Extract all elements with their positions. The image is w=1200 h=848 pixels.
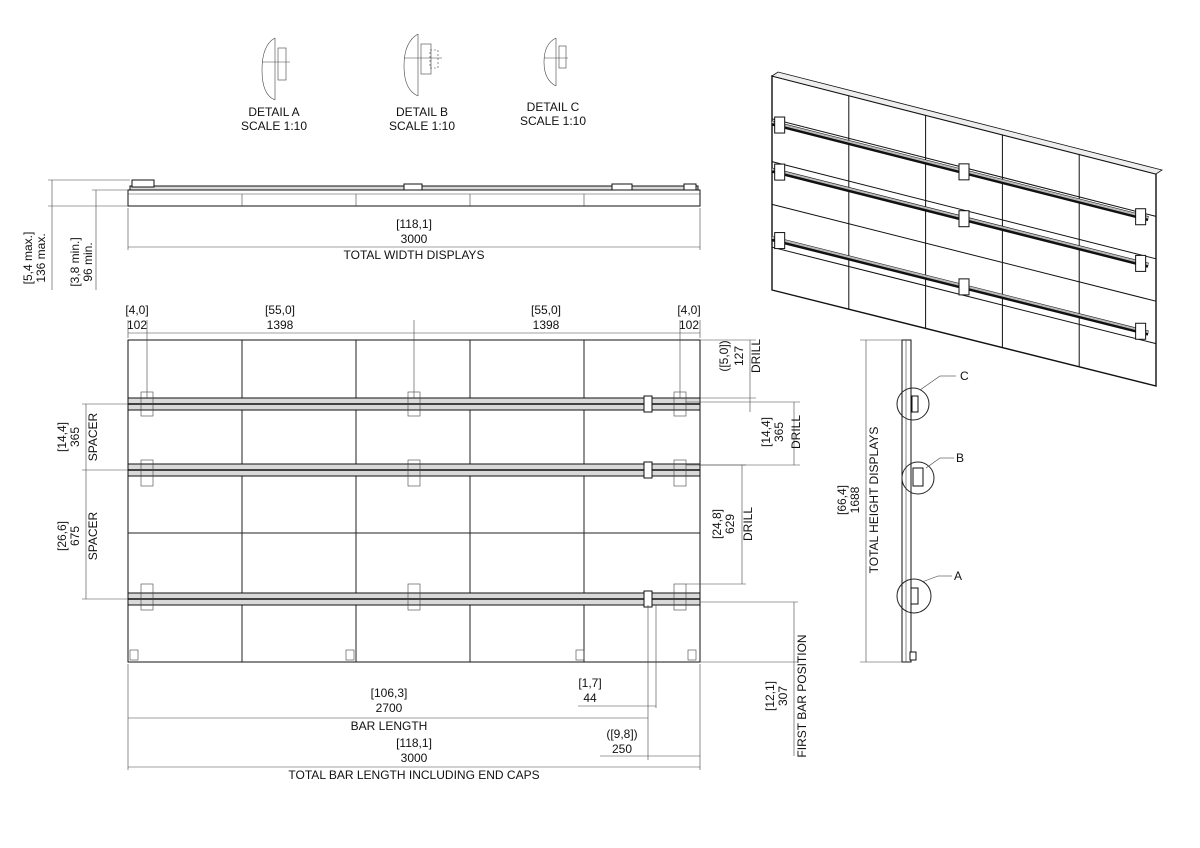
end-cap-mm: 250 [612,742,632,756]
end-cap-in: ([9,8]) [606,727,637,741]
drill3-in: [24,8] [710,509,724,539]
detail-c-icon [543,37,568,87]
iso-bracket [1135,322,1147,340]
spacer1-label: SPACER [86,412,100,461]
drill2-label: DRILL [789,415,803,449]
bar-length-in: [106,3] [371,686,408,700]
top-width-in: [118,1] [396,217,432,231]
detail-a-icon [261,37,290,101]
isometric-view [771,71,1163,387]
callout-a: A [954,569,962,583]
total-bar-label: TOTAL BAR LENGTH INCLUDING END CAPS [288,768,539,782]
iso-bracket [958,210,970,228]
iso-bracket [1135,208,1147,226]
spacer2-label: SPACER [86,511,100,560]
bar-length-mm: 2700 [376,701,403,715]
dim-top-1-in: [4,0] [125,303,148,317]
iso-wall-top-edge [771,71,1163,175]
first-bar-label: FIRST BAR POSITION [795,634,809,757]
height-in: [66,4] [835,485,849,515]
top-width-mm: 3000 [401,232,428,246]
dim-top-4-in: [4,0] [677,303,700,317]
top-max-in: [5,4 max.] [21,232,35,285]
dim-top-4-mm: 102 [679,318,699,332]
dim-top-3-mm: 1398 [533,318,560,332]
detail-a-label: DETAIL A [248,105,299,119]
detail-b-icon [403,33,442,97]
detail-c-label: DETAIL C [527,100,580,114]
iso-bracket [774,232,786,250]
top-max-mm: 136 max. [34,233,48,282]
drill1-in: ([5,0]) [717,340,731,371]
first-bar-mm: 307 [776,686,790,706]
top-min-in: [3,8 min.] [68,237,82,286]
height-mm: 1688 [848,486,862,513]
spacer1-mm: 365 [68,427,82,447]
side-view [896,339,956,663]
dim-top-1-mm: 102 [127,318,147,332]
drill3-label: DRILL [741,507,755,541]
top-min-mm: 96 min. [81,242,95,281]
drill2-mm: 365 [772,422,786,442]
spacer2-in: [26,6] [55,521,69,551]
callout-b: B [956,451,964,465]
iso-bracket [958,278,970,296]
top-view [127,179,701,207]
detail-b-label: DETAIL B [396,105,448,119]
spacer1-in: [14,4] [55,422,69,452]
offset-mm: 44 [583,691,597,705]
callout-c: C [960,369,969,383]
detail-a-scale: SCALE 1:10 [241,119,307,133]
iso-row-line [771,246,1157,345]
first-bar-in: [12,1] [763,681,777,711]
iso-bracket [1135,254,1147,272]
iso-bracket [958,163,970,181]
iso-bracket [774,116,786,134]
total-bar-in: [118,1] [396,736,432,750]
detail-b-scale: SCALE 1:10 [389,119,455,133]
height-label: TOTAL HEIGHT DISPLAYS [867,427,881,574]
bracket-clamps [129,391,697,661]
iso-bracket [774,163,786,181]
bar-length-label: BAR LENGTH [351,719,428,733]
drill2-in: [14,4] [759,417,773,447]
iso-row-line [771,203,1157,302]
total-bar-mm: 3000 [401,751,428,765]
spacer2-mm: 675 [68,526,82,546]
dim-top-2-mm: 1398 [267,318,294,332]
iso-row-line [771,161,1157,260]
detail-c-scale: SCALE 1:10 [520,114,586,128]
dim-top-3-in: [55,0] [531,303,561,317]
drill1-label: DRILL [749,339,763,373]
offset-in: [1,7] [578,676,601,690]
dim-top-2-in: [55,0] [265,303,295,317]
drill3-mm: 629 [723,514,737,534]
mounting-bars [127,395,701,608]
drill1-mm: 127 [732,346,746,366]
top-width-label: TOTAL WIDTH DISPLAYS [344,248,485,262]
